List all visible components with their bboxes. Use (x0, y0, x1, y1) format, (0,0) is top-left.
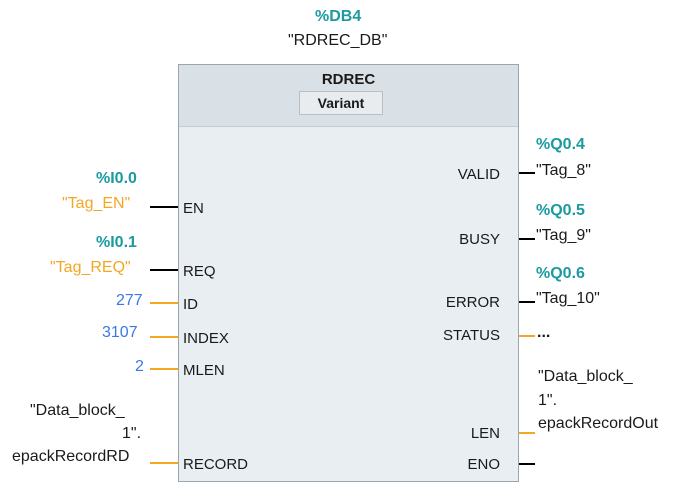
en-tag[interactable]: "Tag_EN" (62, 195, 131, 212)
pin-id[interactable]: ID (183, 296, 198, 313)
busy-address: %Q0.5 (536, 202, 585, 219)
pin-index[interactable]: INDEX (183, 330, 229, 347)
busy-wire (519, 238, 535, 240)
len-tag-line1[interactable]: "Data_block_ (538, 368, 633, 385)
valid-address: %Q0.4 (536, 136, 585, 153)
len-wire (519, 432, 535, 434)
pin-mlen[interactable]: MLEN (183, 362, 225, 379)
variant-dropdown[interactable]: Variant (299, 91, 383, 115)
error-wire (519, 301, 535, 303)
instance-db-symbol: "RDREC_DB" (288, 32, 388, 49)
pin-valid[interactable]: VALID (457, 166, 500, 183)
block-header: RDREC Variant (179, 65, 518, 127)
block-title: RDREC (321, 71, 376, 88)
eno-wire (519, 463, 535, 465)
req-tag[interactable]: "Tag_REQ" (50, 259, 131, 276)
len-tag-line2[interactable]: 1". (538, 392, 558, 409)
id-value[interactable]: 277 (116, 292, 143, 309)
pin-status[interactable]: STATUS (443, 327, 500, 344)
pin-len[interactable]: LEN (470, 425, 500, 442)
pin-eno[interactable]: ENO (467, 456, 500, 473)
error-tag[interactable]: "Tag_10" (536, 290, 600, 307)
en-wire (150, 206, 178, 208)
busy-tag[interactable]: "Tag_9" (536, 227, 591, 244)
valid-wire (519, 172, 535, 174)
len-tag-line3[interactable]: epackRecordOut (538, 415, 659, 432)
record-tag-line3[interactable]: epackRecordRD (12, 448, 130, 465)
record-wire (150, 462, 178, 464)
record-tag-line2[interactable]: 1". (122, 425, 142, 442)
instance-db-address: %DB4 (315, 8, 362, 25)
pin-req[interactable]: REQ (183, 263, 216, 280)
status-ellipsis[interactable]: ... (537, 324, 551, 341)
pin-en[interactable]: EN (183, 200, 204, 217)
mlen-value[interactable]: 2 (135, 358, 144, 375)
en-address: %I0.0 (96, 170, 137, 187)
valid-tag[interactable]: "Tag_8" (536, 162, 591, 179)
error-address: %Q0.6 (536, 265, 585, 282)
pin-record[interactable]: RECORD (183, 456, 249, 473)
mlen-wire (150, 368, 178, 370)
pin-busy[interactable]: BUSY (459, 231, 500, 248)
rdrec-function-block[interactable]: RDREC Variant (178, 64, 519, 482)
req-address: %I0.1 (96, 234, 137, 251)
index-wire (150, 336, 178, 338)
record-tag-line1[interactable]: "Data_block_ (30, 402, 125, 419)
index-value[interactable]: 3107 (102, 324, 138, 341)
id-wire (150, 302, 178, 304)
req-wire (150, 269, 178, 271)
status-wire (519, 335, 535, 337)
pin-error[interactable]: ERROR (445, 294, 500, 311)
